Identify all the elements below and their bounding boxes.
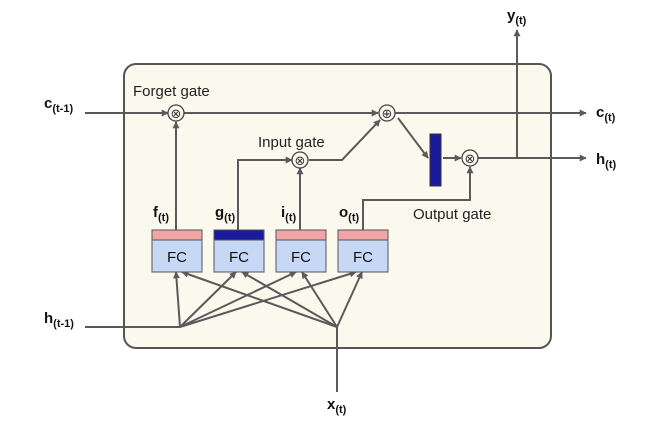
output-gate-label: Output gate	[413, 206, 491, 223]
o-to-output-line	[362, 166, 474, 230]
o-t-label: o(t)	[339, 204, 359, 224]
g-to-input-line	[237, 156, 293, 230]
connection-lines	[85, 29, 587, 392]
fc-label: FC	[353, 249, 373, 266]
forget-gate-label: Forget gate	[133, 83, 210, 100]
x-to-fc3	[301, 271, 338, 328]
fc-candidate: FC	[213, 229, 265, 273]
y-t-label: y(t)	[507, 7, 527, 27]
forget-multiply-op: ⊗	[167, 104, 185, 122]
g-t-label: g(t)	[215, 204, 235, 224]
cell-add-op: ⊕	[378, 104, 396, 122]
i-t-label: i(t)	[281, 204, 296, 224]
input-gate-label: Input gate	[258, 134, 325, 151]
f-t-label: f(t)	[153, 204, 169, 224]
x-to-fc4	[336, 271, 363, 328]
c-t-label: c(t)	[596, 104, 616, 124]
h-to-fc1	[172, 271, 181, 328]
h-prev-label: h(t-1)	[44, 310, 74, 330]
h-to-fc3	[179, 271, 297, 328]
multiply-icon: ⊗	[465, 152, 476, 167]
c-prev-label: c(t-1)	[44, 95, 73, 115]
fc-output: FC	[337, 229, 389, 273]
tanh-activation-bar	[429, 133, 442, 187]
input-to-add-line	[309, 119, 381, 161]
x-to-fc1	[181, 270, 338, 328]
multiply-icon: ⊗	[171, 107, 182, 122]
add-to-tanh-line	[397, 117, 429, 159]
output-multiply-op: ⊗	[461, 149, 479, 167]
fc-label: FC	[167, 249, 187, 266]
x-t-label: x(t)	[327, 396, 347, 416]
fc-label: FC	[229, 249, 249, 266]
fc-input: FC	[275, 229, 327, 273]
x-to-fc2	[241, 271, 338, 328]
h-to-fc2	[179, 271, 237, 328]
input-multiply-op: ⊗	[291, 151, 309, 169]
h-t-label: h(t)	[596, 151, 616, 171]
fc-forget: FC	[151, 229, 203, 273]
fc-label: FC	[291, 249, 311, 266]
multiply-icon: ⊗	[295, 154, 306, 169]
add-icon: ⊕	[382, 107, 393, 122]
h-to-fc4	[179, 270, 357, 328]
